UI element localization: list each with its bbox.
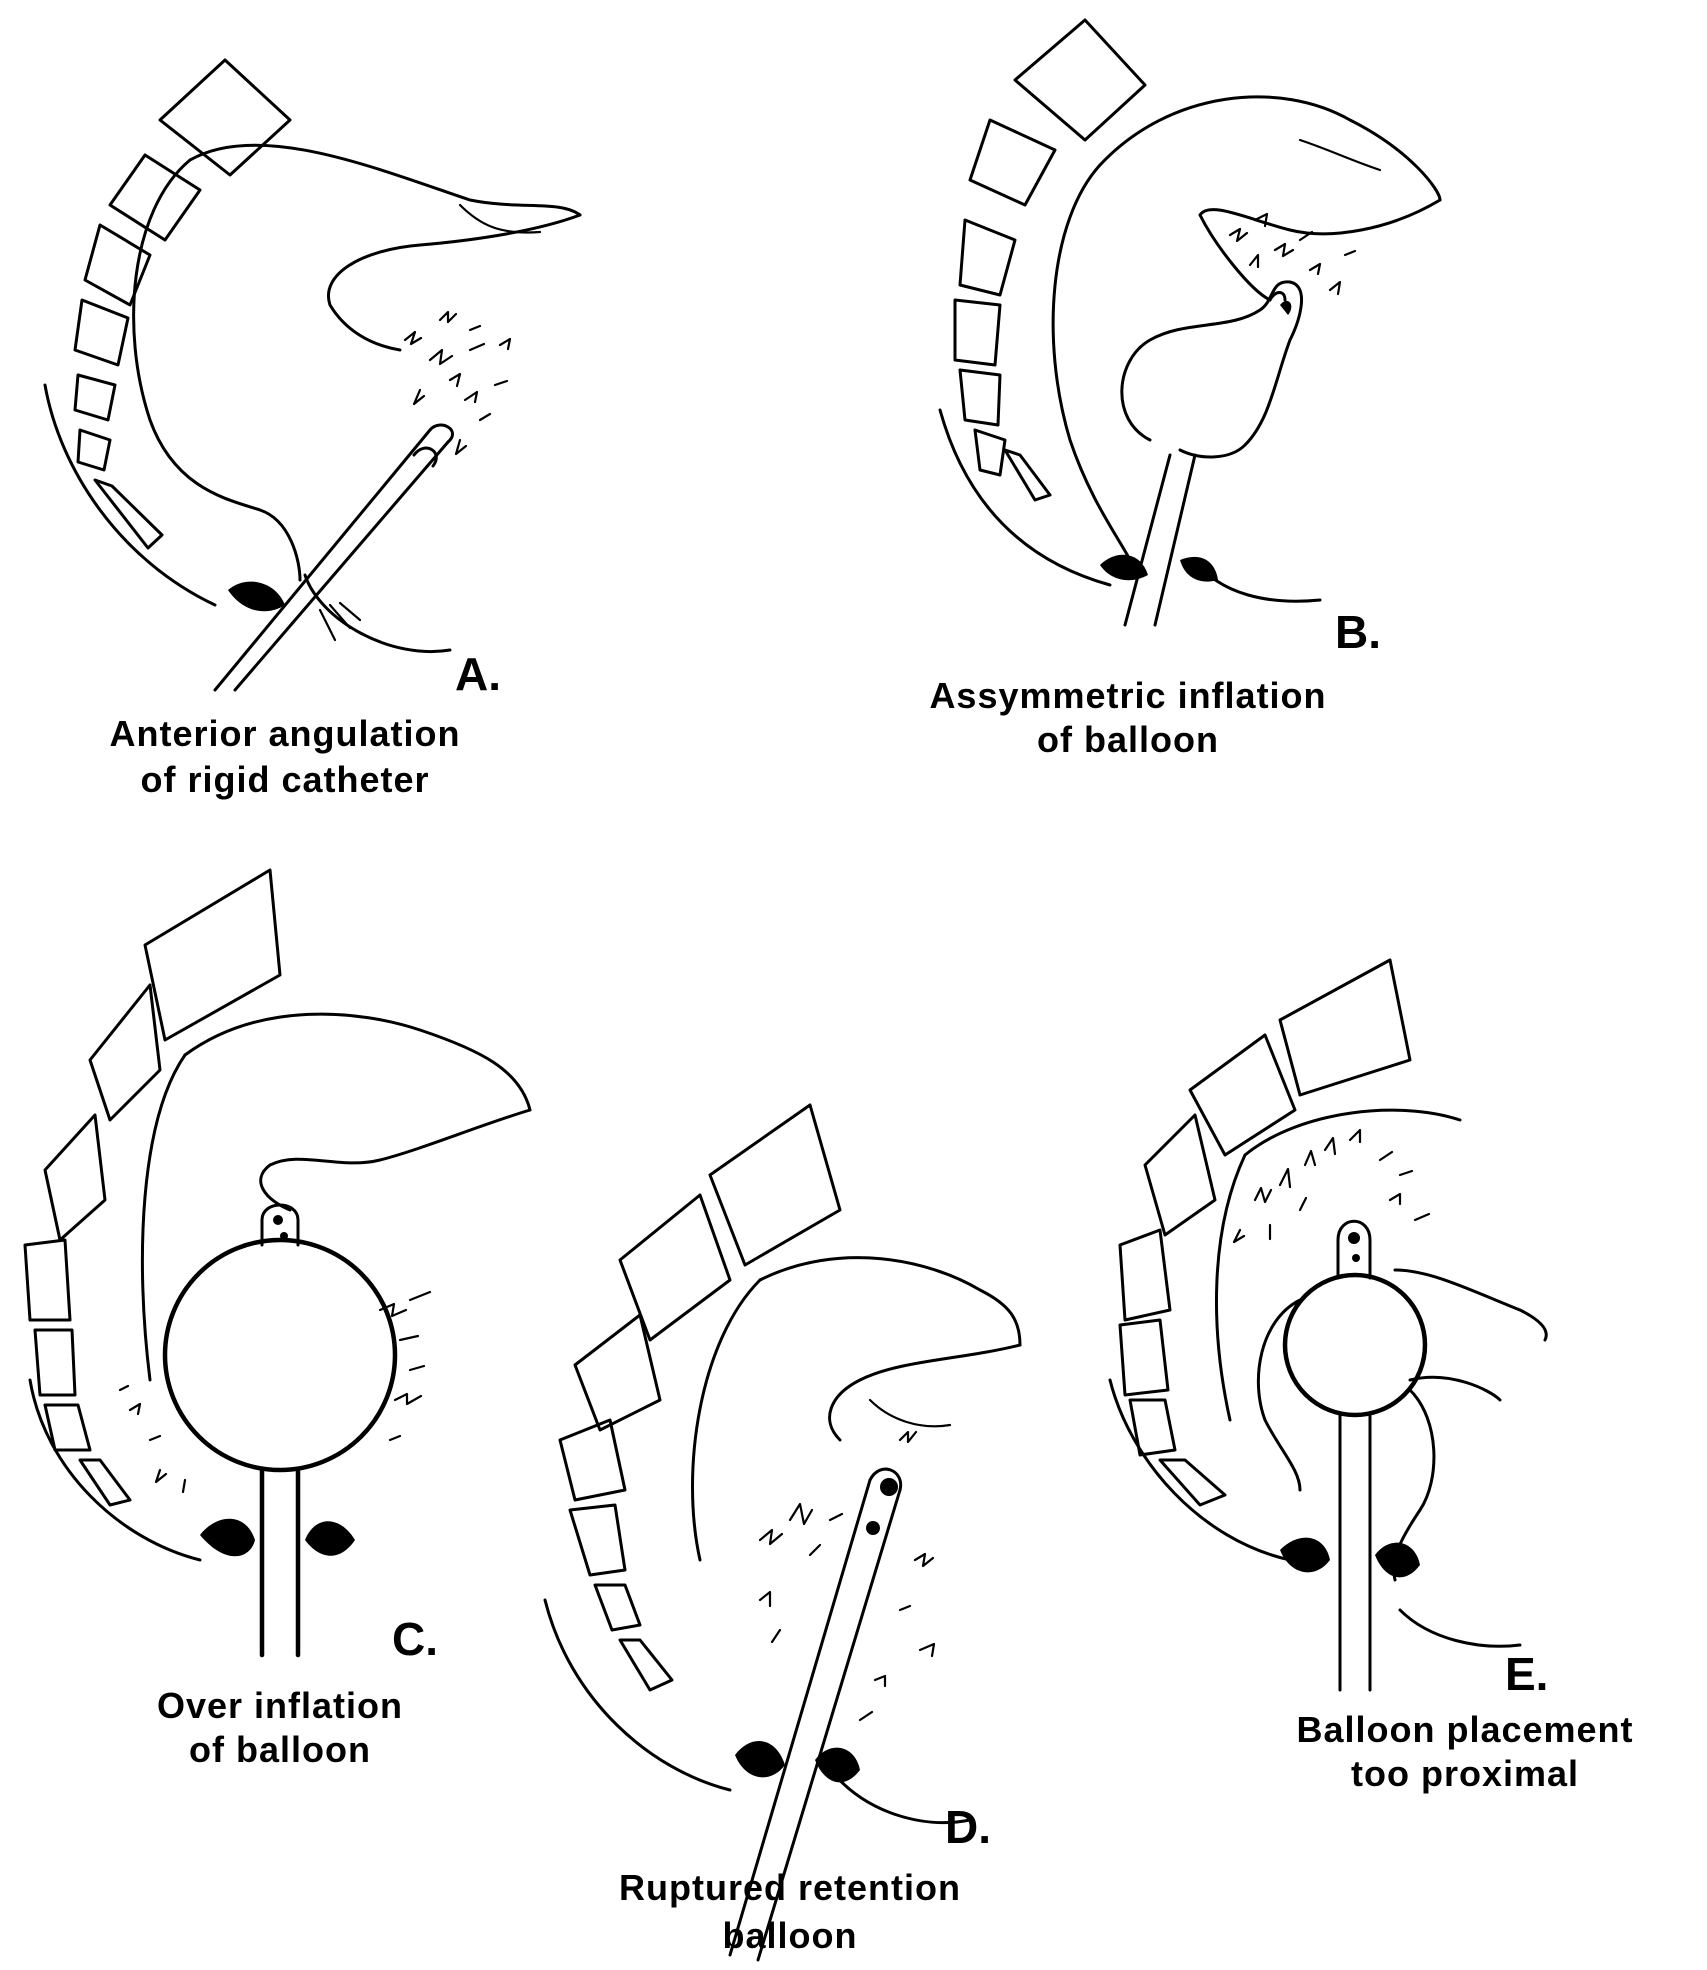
panel-a-letter: A.	[455, 648, 501, 700]
panel-c: C. Over inflation of balloon	[25, 870, 530, 1770]
panel-b: B. Assymmetric inflation of balloon	[929, 20, 1440, 760]
panel-a-caption-line-1: Anterior angulation	[110, 713, 461, 754]
panel-a-caption-line-2: of rigid catheter	[140, 759, 429, 800]
panel-b-letter: B.	[1335, 606, 1381, 658]
panel-c-letter: C.	[392, 1613, 438, 1665]
panel-a: A. Anterior angulation of rigid catheter	[45, 60, 580, 800]
panel-b-caption-line-1: Assymmetric inflation	[929, 675, 1326, 716]
panel-d-caption-line-2: balloon	[723, 1915, 858, 1956]
panel-e-caption-line-2: too proximal	[1351, 1753, 1579, 1794]
panel-b-drawing	[940, 20, 1440, 625]
panel-b-caption-line-2: of balloon	[1037, 719, 1219, 760]
panel-d-caption-line-1: Ruptured retention	[619, 1867, 961, 1908]
panel-a-drawing	[45, 60, 580, 690]
panel-d: D. Ruptured retention balloon	[545, 1105, 1020, 1960]
panel-d-letter: D.	[945, 1801, 991, 1853]
panel-c-caption-line-2: of balloon	[189, 1729, 371, 1770]
panel-e-caption-line-1: Balloon placement	[1296, 1709, 1633, 1750]
panel-c-drawing	[25, 870, 530, 1655]
panel-c-caption-line-1: Over inflation	[157, 1685, 403, 1726]
panel-e-letter: E.	[1505, 1648, 1548, 1700]
panel-e: E. Balloon placement too proximal	[1110, 960, 1634, 1794]
panel-e-drawing	[1110, 960, 1546, 1690]
